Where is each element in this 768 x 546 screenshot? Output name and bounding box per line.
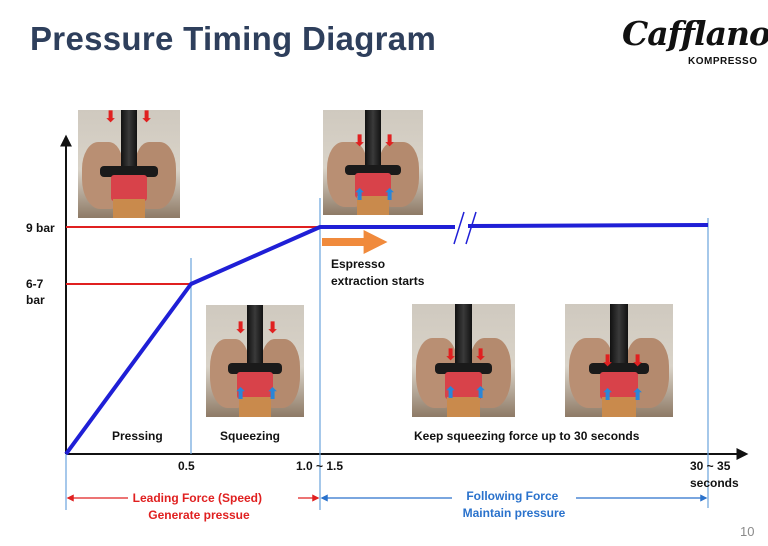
- following-force-label: Following Force Maintain pressure: [463, 489, 566, 520]
- following-force-line1: Following Force: [466, 489, 558, 503]
- pressure-line-rise: [64, 225, 455, 456]
- leading-force-line2: Generate pressue: [148, 508, 250, 522]
- pressure-line-hold: [467, 223, 709, 228]
- push-up-arrow-icon: ⬆: [631, 387, 645, 404]
- logo-subtitle: KOMPRESSO: [688, 56, 758, 67]
- photo-extraction-start: ⬇ ⬇ ⬆ ⬆: [323, 110, 423, 215]
- photo-pressing: ⬇ ⬇: [78, 110, 180, 218]
- press-down-arrow-icon: ⬇: [234, 320, 248, 337]
- press-down-arrow-icon: ⬇: [140, 110, 154, 126]
- leading-force-label: Leading Force (Speed) Generate pressue: [133, 491, 266, 522]
- y-tick-6-7-line1: 6-7: [26, 277, 44, 291]
- press-down-arrow-icon: ⬇: [266, 320, 280, 337]
- x-tick-1-0: 1.0 ~ 1.5: [296, 459, 343, 473]
- press-down-arrow-icon: ⬇: [601, 353, 615, 370]
- press-down-arrow-icon: ⬇: [474, 347, 488, 364]
- page-title: Pressure Timing Diagram: [30, 20, 437, 57]
- y-tick-6-7bar: 6-7 bar: [26, 277, 47, 307]
- push-up-arrow-icon: ⬆: [444, 385, 458, 402]
- push-up-arrow-icon: ⬆: [383, 187, 397, 204]
- photo-squeezing: ⬇ ⬇ ⬆ ⬆: [206, 305, 304, 417]
- push-up-arrow-icon: ⬆: [601, 387, 615, 404]
- y-tick-6-7-line2: bar: [26, 293, 45, 307]
- following-force-line2: Maintain pressure: [463, 506, 566, 520]
- photo-keep-squeezing-2: ⬇ ⬇ ⬆ ⬆: [565, 304, 673, 417]
- axis-break-1: [453, 211, 465, 245]
- phase-label-squeezing: Squeezing: [220, 429, 280, 443]
- press-down-arrow-icon: ⬇: [631, 353, 645, 370]
- x-tick-30-line2: seconds: [690, 476, 739, 490]
- push-up-arrow-icon: ⬆: [474, 385, 488, 402]
- push-up-arrow-icon: ⬆: [234, 386, 248, 403]
- x-tick-30-line1: 30 ~ 35: [690, 459, 731, 473]
- press-down-arrow-icon: ⬇: [353, 133, 367, 150]
- press-down-arrow-icon: ⬇: [383, 133, 397, 150]
- leading-force-line1: Leading Force (Speed): [133, 491, 262, 505]
- annotation-line1: Espresso: [331, 257, 385, 271]
- press-down-arrow-icon: ⬇: [444, 347, 458, 364]
- axis-break-2: [465, 211, 477, 245]
- page-number: 10: [740, 524, 755, 539]
- annotation-extraction: Espresso extraction starts: [331, 257, 425, 288]
- push-up-arrow-icon: ⬆: [353, 187, 367, 204]
- photo-keep-squeezing-1: ⬇ ⬇ ⬆ ⬆: [412, 304, 515, 417]
- push-up-arrow-icon: ⬆: [266, 386, 280, 403]
- y-tick-9bar: 9 bar: [26, 221, 55, 235]
- annotation-line2: extraction starts: [331, 274, 425, 288]
- phase-label-pressing: Pressing: [112, 429, 163, 443]
- brand-logo: Cafflano KOMPRESSO: [618, 14, 768, 72]
- press-down-arrow-icon: ⬇: [104, 110, 118, 126]
- phase-label-keep-squeezing: Keep squeezing force up to 30 seconds: [414, 429, 640, 443]
- x-tick-30-35: 30 ~ 35 seconds: [690, 459, 739, 490]
- x-tick-0-5: 0.5: [178, 459, 195, 473]
- logo-wordmark: Cafflano: [622, 14, 768, 53]
